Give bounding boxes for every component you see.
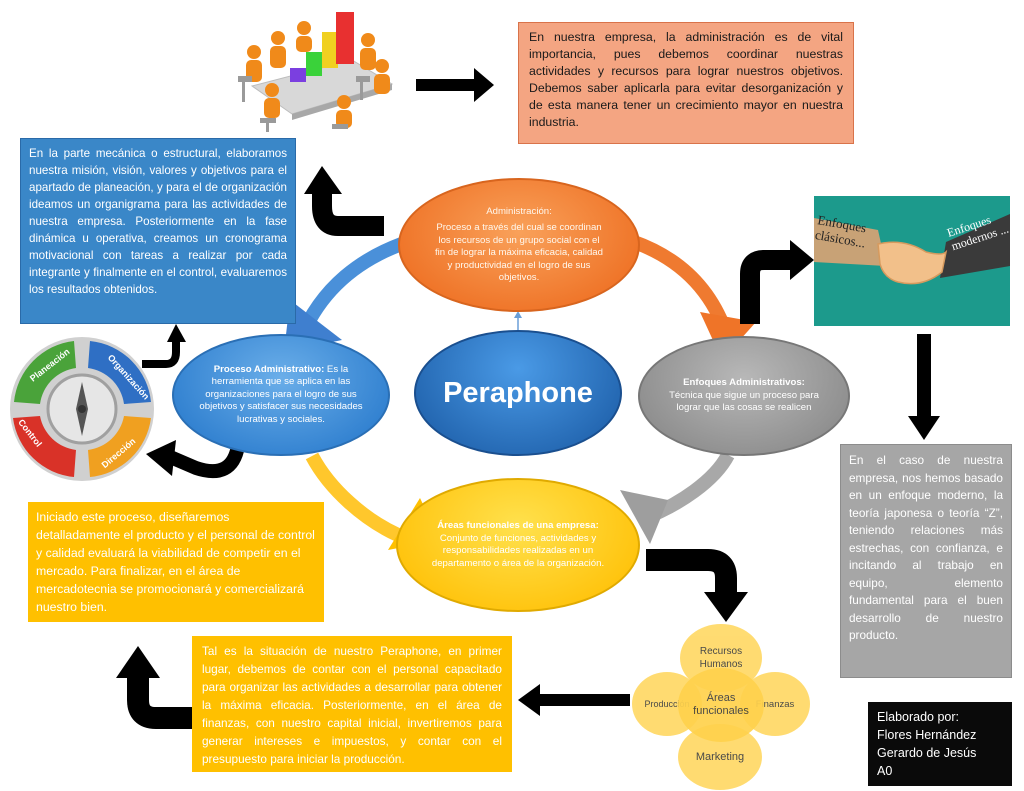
- arrow-down-shaft: [917, 334, 931, 418]
- handshake-image: Enfoques clásicos... Enfoques modernos .…: [814, 196, 1010, 326]
- arrow-venn-left-head: [518, 684, 540, 716]
- peraphone-oval: Peraphone: [414, 330, 622, 456]
- admin-cycle-illustration: [10, 337, 154, 481]
- venn-label-bottom: Marketing: [695, 751, 745, 763]
- arrow-small-up: [142, 340, 180, 368]
- areas-funcionales-oval: Áreas funcionales de una empresa: Conjun…: [396, 478, 640, 612]
- arrow-left-up: [312, 192, 384, 236]
- enfoque-moderno-text-box: En el caso de nuestra empresa, nos hemos…: [840, 444, 1012, 678]
- admin-importance-text-box: En nuestra empresa, la administración es…: [518, 22, 854, 144]
- arrow-areas-venn-head: [704, 592, 748, 622]
- credits-box: Elaborado por: Flores Hernández Gerardo …: [868, 702, 1012, 786]
- proceso-administrativo-content: Proceso Administrativo: Es la herramient…: [196, 364, 366, 427]
- enfoques-administrativos-title: Enfoques Administrativos:: [683, 377, 805, 389]
- bar-block-3: [322, 32, 338, 68]
- areas-funcionales-title: Áreas funcionales de una empresa:: [437, 520, 599, 531]
- arrow-bottom-up-head: [116, 646, 160, 678]
- chairs: [238, 76, 370, 132]
- proceso-administrativo-oval: Proceso Administrativo: Es la herramient…: [172, 334, 390, 456]
- peraphone-title: Peraphone: [443, 376, 593, 409]
- bar-block-1: [290, 68, 306, 82]
- product-design-text: Iniciado este proceso, diseñaremos detal…: [36, 510, 315, 614]
- enfoques-administrativos-content: Enfoques Administrativos: Técnica que si…: [666, 377, 822, 415]
- arrow-top-head: [474, 68, 494, 102]
- venn-label-top: Recursos Humanos: [699, 646, 743, 670]
- arrow-top-shaft: [416, 79, 476, 91]
- left-sleeve: [814, 218, 886, 266]
- product-design-text-box: Iniciado este proceso, diseñaremos detal…: [28, 502, 324, 622]
- proceso-administrativo-title: Proceso Administrativo:: [213, 363, 325, 375]
- arrow-handshake: [740, 250, 792, 324]
- ring-arc-yellow: [305, 452, 401, 542]
- bar-block-4: [336, 12, 354, 64]
- cycle-segment-planeacion: [14, 341, 76, 404]
- arrow-areas-venn: [646, 549, 737, 594]
- areas-funcionales-content: Áreas funcionales de una empresa: Conjun…: [430, 520, 606, 570]
- arrow-proceso-cycle: [165, 444, 245, 479]
- venn-label-center: Áreas funcionales: [693, 692, 749, 717]
- arrow-small-up-head: [167, 324, 186, 342]
- venn-label-right: Finanzas: [755, 698, 795, 710]
- administracion-oval: Administración: Proceso a través del cua…: [398, 178, 640, 312]
- cycle-segment-direccion: [88, 416, 151, 477]
- peraphone-situation-text: Tal es la situación de nuestro Peraphone…: [202, 644, 502, 766]
- administracion-title: Administración:: [486, 205, 552, 217]
- administracion-definition: Proceso a través del cual se coordinan l…: [435, 222, 603, 283]
- figures: [246, 21, 390, 128]
- credits-line-1: Elaborado por:: [877, 710, 960, 724]
- arrow-proceso-cycle-head: [146, 440, 176, 476]
- venn-circle-center: Áreas funcionales: [678, 668, 764, 742]
- cycle-segment-control: [13, 416, 76, 477]
- handshake-illustration: [814, 196, 1010, 326]
- center-connector-head: [514, 311, 522, 318]
- enfoques-administrativos-oval: Enfoques Administrativos: Técnica que si…: [638, 336, 850, 456]
- arrow-left-up-head: [304, 166, 342, 194]
- bar-block-2: [306, 52, 322, 76]
- arrow-bottom-up: [127, 676, 196, 729]
- right-sleeve: [940, 214, 1010, 278]
- hands: [877, 241, 948, 285]
- cycle-segment-organizacion: [88, 341, 151, 404]
- process-description-text: En la parte mecánica o estructural, elab…: [29, 147, 287, 296]
- process-description-text-box: En la parte mecánica o estructural, elab…: [20, 138, 296, 324]
- peraphone-situation-text-box: Tal es la situación de nuestro Peraphone…: [192, 636, 512, 772]
- ring-arrowhead-gray: [620, 490, 668, 544]
- admin-cycle-image: Planeación Organización Dirección Contro…: [4, 332, 160, 486]
- credits-line-4: A0: [877, 764, 893, 778]
- arrow-handshake-head: [790, 240, 814, 280]
- arrow-down-head: [908, 416, 940, 440]
- arrow-venn-left-shaft: [538, 694, 630, 706]
- credits-line-2: Flores Hernández: [877, 728, 977, 742]
- areas-funcionales-definition: Conjunto de funciones, actividades y res…: [431, 532, 605, 569]
- venn-label-left: Producción: [644, 699, 690, 709]
- team-meeting-illustration: [238, 12, 394, 132]
- credits-line-3: Gerardo de Jesús: [877, 746, 977, 760]
- proceso-administrativo-definition: Es la herramienta que se aplica en las o…: [199, 363, 363, 425]
- enfoques-administrativos-definition: Técnica que sigue un proceso para lograr…: [669, 389, 819, 414]
- enfoque-moderno-text: En el caso de nuestra empresa, nos hemos…: [849, 453, 1003, 642]
- admin-importance-text: En nuestra empresa, la administración es…: [529, 30, 843, 129]
